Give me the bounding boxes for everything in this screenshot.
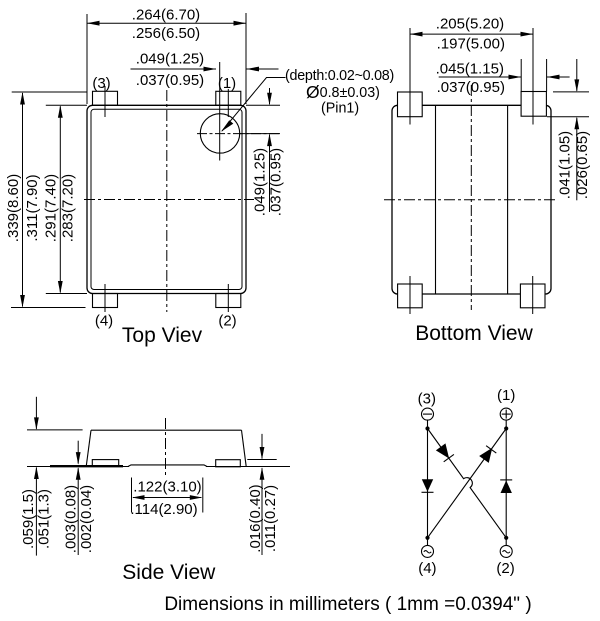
svg-text:(Pin1): (Pin1) — [321, 101, 359, 117]
svg-text:.037(0.95): .037(0.95) — [268, 148, 285, 216]
svg-text:Side View: Side View — [122, 561, 216, 584]
svg-text:.264(6.70): .264(6.70) — [132, 7, 200, 24]
svg-text:(1): (1) — [218, 75, 236, 92]
svg-text:.051(1.3): .051(1.3) — [36, 489, 53, 549]
svg-text:.283(7.20): .283(7.20) — [60, 174, 77, 242]
svg-text:.037(0.95): .037(0.95) — [437, 79, 505, 96]
svg-text:Ø0.8±0.03): Ø0.8±0.03) — [306, 82, 380, 102]
svg-text:.041(1.05): .041(1.05) — [556, 131, 573, 199]
svg-text:(4): (4) — [418, 560, 436, 577]
svg-text:.045(1.15): .045(1.15) — [436, 61, 504, 78]
svg-text:.026(0.65): .026(0.65) — [574, 131, 591, 199]
svg-text:(1): (1) — [497, 387, 515, 404]
svg-text:(3): (3) — [92, 75, 110, 92]
svg-text:.339(8.60): .339(8.60) — [5, 174, 22, 242]
svg-text:.114(2.90): .114(2.90) — [130, 501, 197, 518]
svg-text:.011(0.27): .011(0.27) — [262, 485, 279, 552]
svg-text:.049(1.25): .049(1.25) — [136, 51, 204, 68]
svg-text:Dimensions in millimeters ( 1m: Dimensions in millimeters ( 1mm =0.0394"… — [164, 594, 531, 615]
svg-text:Bottom View: Bottom View — [415, 322, 533, 345]
svg-text:.205(5.20): .205(5.20) — [436, 16, 504, 33]
svg-text:.122(3.10): .122(3.10) — [133, 479, 201, 496]
svg-text:.256(6.50): .256(6.50) — [132, 25, 200, 42]
svg-text:(depth:0.02~0.08): (depth:0.02~0.08) — [285, 68, 394, 84]
svg-text:.059(1.5): .059(1.5) — [20, 489, 37, 549]
svg-text:.003(0.08): .003(0.08) — [62, 485, 79, 553]
svg-text:.037(0.95): .037(0.95) — [136, 72, 204, 89]
svg-text:(2): (2) — [496, 560, 514, 577]
svg-text:.311(7.90): .311(7.90) — [24, 174, 41, 241]
svg-text:Top Viev: Top Viev — [122, 324, 203, 347]
svg-text:.291(7.40): .291(7.40) — [43, 174, 60, 242]
svg-text:.049(1.25): .049(1.25) — [252, 148, 269, 216]
svg-text:.197(5.00): .197(5.00) — [437, 36, 505, 53]
svg-text:.002(0.04): .002(0.04) — [78, 485, 95, 553]
svg-text:.016(0.40): .016(0.40) — [247, 484, 264, 552]
svg-text:(3): (3) — [418, 390, 436, 407]
svg-text:(4): (4) — [95, 313, 113, 330]
svg-text:(2): (2) — [218, 313, 236, 330]
